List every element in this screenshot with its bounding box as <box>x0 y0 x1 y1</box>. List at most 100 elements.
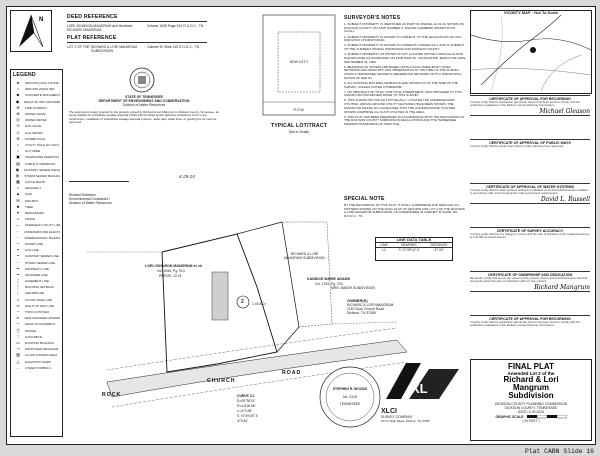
legend-item: ▣TELEPHONE PEDESTAL <box>13 154 60 160</box>
legend-label: OVERHEAD UTILITY LINE <box>24 223 60 228</box>
legend-label: UTILITY POLE W/ LIGHT <box>25 142 60 147</box>
legend-symbol-icon: ▒ <box>16 327 20 333</box>
typical-lot-setback: R.O.W. <box>293 108 305 112</box>
legend-symbol-icon: ┉ <box>16 253 20 259</box>
certificate-body: I hereby certify that the water systems … <box>470 188 588 196</box>
special-note: SPECIAL NOTE BY THE RECORDING OF THIS PL… <box>344 196 466 219</box>
legend-symbol-icon: × <box>16 216 20 222</box>
legend-item: ▨ FLOOD HAZARD AREA <box>13 352 60 358</box>
legend-item: ╍ADJOINER LINE <box>13 272 60 278</box>
legend-symbol-icon: ▦ <box>16 179 20 185</box>
certificate-body: We hereby certify that we are the owners… <box>470 276 588 284</box>
lot1-ref: Vol. 1545, Pg. 913 <box>157 269 185 273</box>
legend-item: — OVERHEAD UTILITY LINE <box>13 222 60 228</box>
legend-symbol-icon: ╍ <box>16 271 20 277</box>
legend-symbol-icon: ◇ <box>16 129 20 135</box>
slide-label: Plat CABN Slide 16 <box>524 448 594 455</box>
legend-label: CONCRETE <box>25 334 42 339</box>
legend-label: STORM SEWER MANHOLE <box>24 173 60 178</box>
legend-symbol-icon: ■ <box>16 92 20 98</box>
plat-ref-record: Cabinet 'B' Slide 115 R.O.D.C., TN <box>147 44 200 49</box>
certificates: CERTIFICATE OF APPROVAL FOR RECORDING I h… <box>470 95 590 357</box>
legend-symbol-icon: ⌂ <box>16 185 20 191</box>
north-arrow-panel: N <box>10 10 52 52</box>
legend-symbol-icon: — <box>15 222 20 228</box>
legend-label: PROPOSED DRAINAGE <box>25 347 59 352</box>
legend-label: UNDERGROUND TELEPHONE <box>23 235 61 240</box>
lot2-ref: Vol. 1784, Pg. 294 <box>315 282 343 286</box>
legend-label: WATER VALVE <box>25 112 46 117</box>
curve-chord: S 74°49'03" E <box>237 414 258 418</box>
lot-number: 2 <box>241 299 244 305</box>
legend-label: SANITARY SEWER MANHOLE <box>23 167 60 172</box>
legend-item: ┈UNDERGROUND TELEPHONE <box>13 235 60 241</box>
legend-item: ≈FLOOD ZONE LINE <box>13 297 60 303</box>
svg-text:XL: XL <box>411 381 428 396</box>
signature: Richard Mangrum <box>470 284 590 292</box>
legend-label: WATER LINE <box>25 241 44 246</box>
seal-state: TENNESSEE <box>339 402 361 406</box>
legend-symbol-icon: ╎ <box>16 278 20 284</box>
note-item: 5. BEARINGS AS SHOWN ARE BASED UPON A DU… <box>344 64 462 80</box>
legend-item: ◉SANITARY SEWER MANHOLE <box>13 167 60 173</box>
legend-item: ▲SIGN <box>13 191 60 197</box>
note-item: 7. NO ABSTRACT OF TITLE, NOR TITLE COMMI… <box>344 89 462 98</box>
title-name2: Mangrum <box>513 383 549 392</box>
legend-item: ░ CONCRETE <box>13 334 60 340</box>
legend-item: ×FENCE <box>13 216 60 222</box>
legend-item: ■CONCRETE MONUMENT <box>13 92 60 98</box>
legend-item: ♣TREE <box>13 204 60 210</box>
legend-label: CABLE TV PEDESTAL <box>25 161 56 166</box>
legend-label: FLOOD HAZARD AREA <box>25 353 58 358</box>
graphic-scale: GRAPHIC SCALE <box>471 415 591 419</box>
legend-symbol-icon: ╌ <box>16 259 20 265</box>
legend-symbol-icon: ░ <box>16 333 20 339</box>
legend-item: ∼TOPO CONTOUR <box>13 309 60 315</box>
legend-symbol-icon: ♣ <box>16 203 20 209</box>
legend-label: WATER METER <box>25 118 47 123</box>
legend-label: IRON PIN (OLD) FOUND <box>25 81 59 86</box>
title-final: FINAL PLAT <box>508 362 554 371</box>
legend-symbol-icon: ○ <box>16 86 20 92</box>
survey-drawing-svg <box>87 221 408 428</box>
typical-lot: NEW LOT 2 R.O.W. TYPICAL LOT/TRACT (Not … <box>260 12 338 152</box>
certificate-title: CERTIFICATE OF SURVEY ACCURACY <box>496 229 564 233</box>
legend-symbol-icon: ┆ <box>16 284 20 290</box>
notes-title: SURVEYOR'S NOTES <box>344 15 401 21</box>
legend-symbol-icon: ∼ <box>16 309 20 315</box>
legend-label: GAS LINE <box>25 248 39 253</box>
company-sub: SURVEY COMPANY <box>381 415 413 419</box>
company-logo-icon: XL <box>386 363 459 399</box>
legend-item: ┉ SANITARY SEWER LINE <box>13 253 60 259</box>
legend-item: ⊙GAS VALVE <box>13 123 60 129</box>
legend-label: SANITARY SEWER LINE <box>25 254 60 259</box>
lot2-owner: KANDICE MARIE ADAMS <box>307 277 350 281</box>
legend-item: ⇢PROPOSED DRAINAGE <box>13 346 60 352</box>
legend-symbol-icon: ◎ <box>16 117 20 123</box>
legend-symbol-icon: ═ <box>16 302 20 308</box>
legend-symbol-icon: ▲ <box>16 191 20 197</box>
deed-owner: LORI JOHNSON MANGRUM and Husband RICHARD… <box>67 23 133 32</box>
vicinity-map-drawing <box>471 14 591 92</box>
legend-label: NEW ASSIGNED ADDRESS <box>24 316 60 321</box>
note-item: 9. THIS PLAT HAS BEEN PREPARED IN ACCORD… <box>344 114 465 126</box>
health-division: Division of Water Resources <box>122 103 166 107</box>
legend-symbol-icon: ▨ <box>16 352 20 358</box>
legend-item: ⊕FIRE HYDRANT <box>13 105 60 111</box>
legend-item: ◍STORM SEWER MANHOLE <box>13 173 60 179</box>
legend-symbol-icon: ⌖ <box>16 210 20 216</box>
note-item: 1. SUBJECT PROPERTY IS IDENTIFIED AS PAR… <box>344 22 465 34</box>
health-seal-text: STATE OF TENNESSEE <box>125 95 163 99</box>
legend-label: GUY WIRE <box>25 149 41 154</box>
certificate-title: CERTIFICATE OF APPROVAL FOR RECORDING <box>489 97 571 101</box>
legend-item: ○IRON PIN (NEW) SET <box>13 86 60 92</box>
note-item: 2. SUBJECT PROPERTY IS SHOWN TO SUBJECT … <box>344 34 462 43</box>
legend-symbol-icon: ⁄ <box>17 148 19 154</box>
legend-item: ⁄ GUY WIRE <box>13 148 60 154</box>
legend-symbol-icon: ⊚ <box>16 135 20 141</box>
legend-item: ╎EASEMENT LINE <box>13 278 60 284</box>
signature: David L. Russell <box>470 196 590 204</box>
adjoiner-a: RICHARD & LORI MANGRUM SUBDIVISION <box>284 252 325 260</box>
lot1-owner: LORI JOHNSON MANGRUM et vir <box>145 264 203 268</box>
svg-text:N: N <box>39 17 43 23</box>
